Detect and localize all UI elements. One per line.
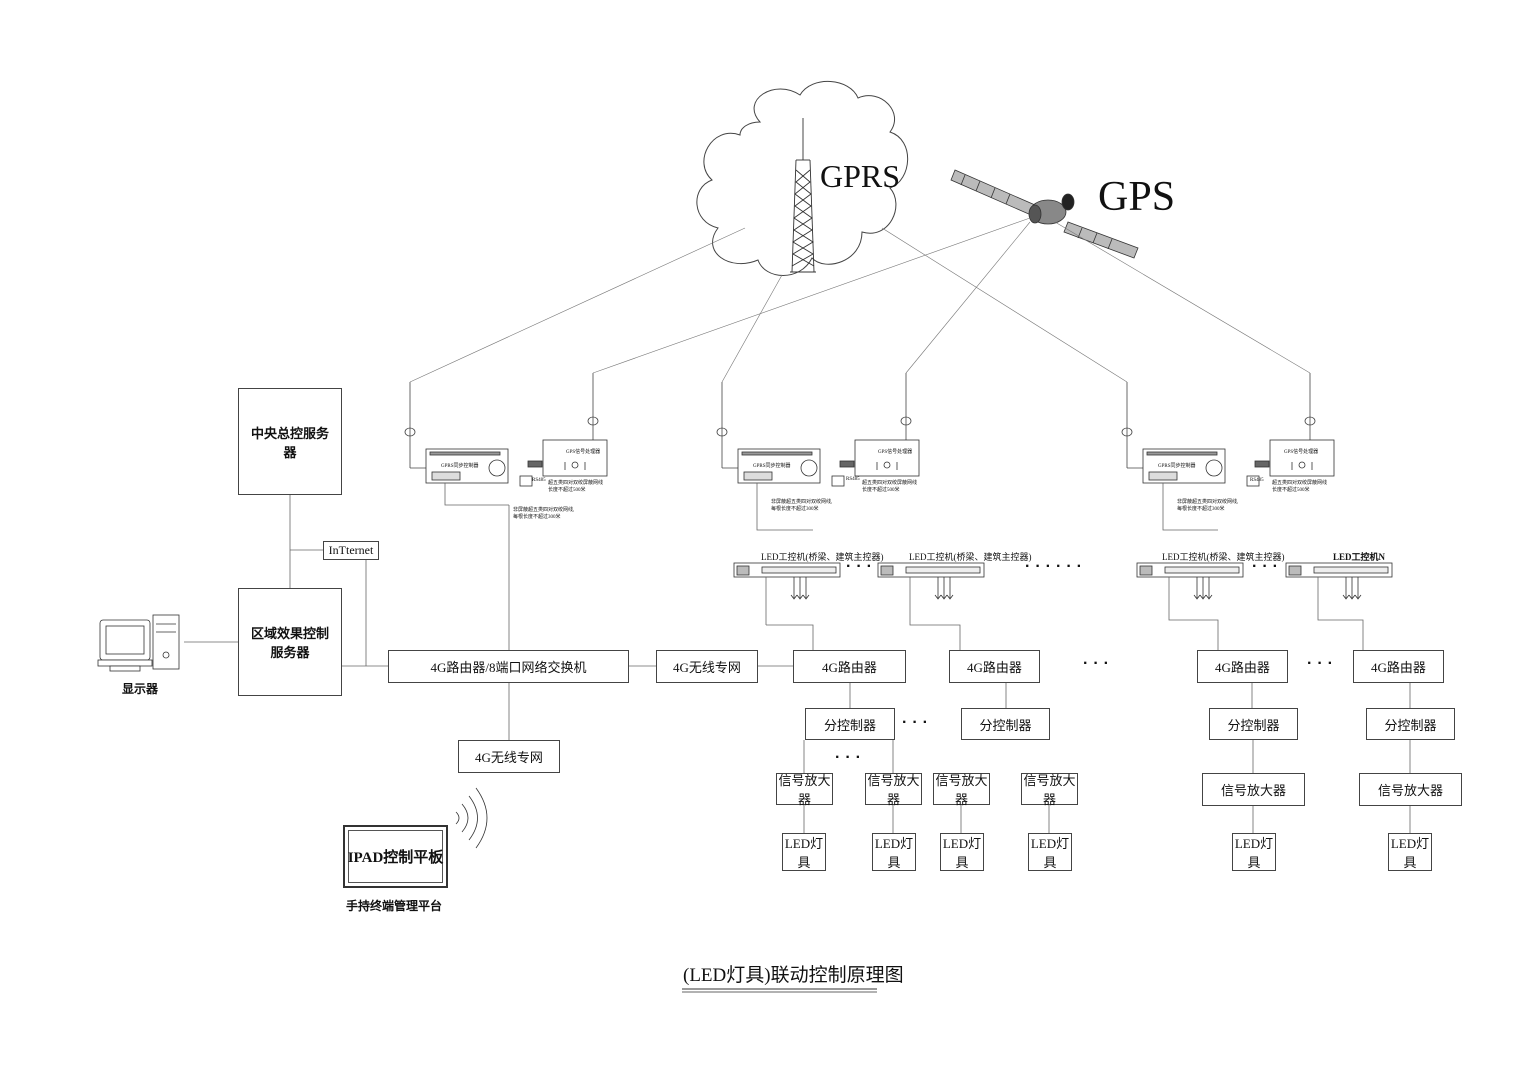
rs485-label-3: RS485	[1250, 478, 1264, 483]
ellipsis-7: ···	[835, 749, 866, 766]
rs485-label-2: RS485	[846, 477, 860, 482]
ellipsis-4: ···	[1083, 655, 1114, 672]
gprs-ctrl-label-2: GPRS同步控制器	[753, 464, 791, 469]
gps-label: GPS	[1098, 174, 1176, 220]
ipad-label: IPAD控制平板	[347, 850, 444, 866]
router-4g-2: 4G路由器	[949, 650, 1040, 683]
ellipsis-3: ···	[1252, 558, 1283, 575]
sub-ctrl-4: 分控制器	[1366, 708, 1455, 740]
wireless-links	[409, 217, 1311, 383]
monitor-pc-icon	[97, 614, 180, 672]
led-ctrl-label-2: LED工控机(桥梁、建筑主控器)	[909, 552, 1032, 562]
controller-devices	[425, 439, 1335, 487]
ellipsis-2: ······	[1025, 558, 1087, 575]
gps-satellite-icon	[950, 169, 1139, 259]
regional-server: 区域效果控制服务器	[238, 588, 342, 696]
rs485-label-1: RS485	[532, 478, 546, 483]
gps-proc-label-3: GPS信号处理器	[1284, 450, 1319, 455]
gprs-ctrl-label-3: GPRS同步控制器	[1158, 464, 1196, 469]
net-note-2b: 每根长度不超过300米	[771, 507, 819, 512]
sub-ctrl-1: 分控制器	[805, 708, 895, 740]
amplifier-2: 信号放大器	[865, 773, 922, 807]
central-server: 中央总控服务器	[238, 388, 342, 495]
sub-ctrl-3: 分控制器	[1209, 708, 1298, 740]
gprs-cloud-icon	[696, 81, 909, 276]
led-ctrl-label-1: LED工控机(桥梁、建筑主控器)	[761, 552, 884, 562]
cable-note-1b: 长度不超过500米	[548, 488, 586, 493]
net-note-2a: 非屏蔽超五类四对双绞网线,	[771, 500, 833, 505]
amplifier-1: 信号放大器	[776, 773, 833, 807]
cable-note-2b: 长度不超过500米	[862, 488, 900, 493]
ellipsis-5: ···	[1307, 655, 1338, 672]
gps-proc-label-2: GPS信号处理器	[878, 450, 913, 455]
led-lamp-5: LED灯具	[1232, 833, 1276, 871]
led-lamp-1: LED灯具	[782, 833, 826, 871]
gps-proc-label-1: GPS信号处理器	[566, 450, 601, 455]
ipad-caption: 手持终端管理平台	[346, 899, 443, 913]
amplifier-3: 信号放大器	[933, 773, 990, 807]
wifi-signal-icon	[455, 787, 488, 849]
net-note-3b: 每根长度不超过300米	[1177, 507, 1225, 512]
cable-note-3a: 超五类四对双绞屏蔽网线	[1272, 481, 1328, 486]
cable-note-1a: 超五类四对双绞屏蔽网线	[548, 481, 604, 486]
wireless-net-mid: 4G无线专网	[656, 650, 758, 683]
net-note-1b: 每根长度不超过300米	[513, 515, 561, 520]
cable-note-3b: 长度不超过500米	[1272, 488, 1310, 493]
diagram-title: (LED灯具)联动控制原理图	[683, 965, 904, 986]
gprs-label: GPRS	[820, 158, 901, 194]
led-lamp-6: LED灯具	[1388, 833, 1432, 871]
cable-note-2a: 超五类四对双绞屏蔽网线	[862, 481, 918, 486]
led-industrial-controllers	[733, 562, 1393, 600]
led-lamp-3: LED灯具	[940, 833, 984, 871]
net-note-1a: 非屏蔽超五类四对双绞网线,	[513, 508, 575, 513]
amplifier-5: 信号放大器	[1202, 773, 1305, 806]
led-ctrl-label-3: LED工控机(桥梁、建筑主控器)	[1162, 552, 1285, 562]
monitor-label: 显示器	[122, 682, 159, 696]
ipad-panel: IPAD控制平板	[343, 825, 448, 888]
amplifier-6: 信号放大器	[1359, 773, 1462, 806]
antenna-icons	[404, 373, 1316, 469]
router-4g-1: 4G路由器	[793, 650, 906, 683]
amplifier-4: 信号放大器	[1021, 773, 1078, 807]
net-note-3a: 非屏蔽超五类四对双绞网线,	[1177, 500, 1239, 505]
internet-label: InTternet	[323, 541, 379, 560]
wireless-net-bottom: 4G无线专网	[458, 740, 560, 773]
gprs-ctrl-label-1: GPRS同步控制器	[441, 464, 479, 469]
router-switch: 4G路由器/8端口网络交换机	[388, 650, 629, 683]
led-ctrl-label-n: LED工控机N	[1333, 552, 1386, 562]
router-4g-3: 4G路由器	[1197, 650, 1288, 683]
ellipsis-1: ···	[846, 558, 877, 575]
router-4g-4: 4G路由器	[1353, 650, 1444, 683]
ellipsis-6: ···	[902, 714, 933, 731]
led-lamp-4: LED灯具	[1028, 833, 1072, 871]
sub-ctrl-2: 分控制器	[961, 708, 1050, 740]
gprs-tower-icon	[790, 118, 816, 273]
led-lamp-2: LED灯具	[872, 833, 916, 871]
